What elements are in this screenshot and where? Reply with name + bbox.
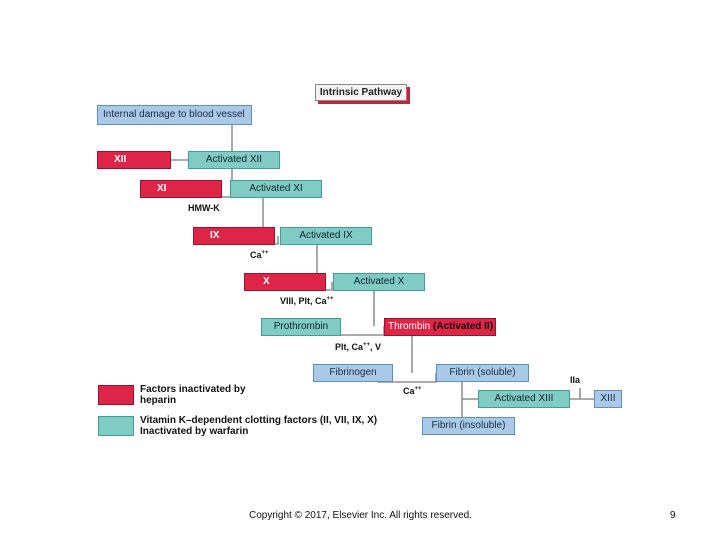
hmwk-label: HMW-K bbox=[188, 203, 220, 213]
factor-xi-box: XI bbox=[140, 180, 222, 198]
thrombin-box: Thrombin (Activated II) bbox=[384, 318, 496, 336]
page-number: 9 bbox=[670, 510, 676, 521]
fibrin-cofactor-text: Ca bbox=[403, 386, 415, 396]
thrombin-suffix: (Activated II) bbox=[433, 321, 494, 332]
x-cofactor-label: VIII, Plt, Ca++ bbox=[280, 296, 334, 306]
ca-ix-label: Ca++ bbox=[250, 250, 269, 260]
prothrombin-cofactor-sup: ++ bbox=[363, 342, 371, 348]
copyright-text: Copyright © 2017, Elsevier Inc. All righ… bbox=[249, 510, 473, 521]
prothrombin-cofactor-tail: , V bbox=[370, 342, 382, 352]
iia-label: IIa bbox=[570, 375, 581, 385]
legend-warfarin-swatch bbox=[98, 416, 134, 436]
ca-ix-sup: ++ bbox=[261, 250, 269, 256]
ca-ix-text: Ca bbox=[250, 250, 262, 260]
fibrin-soluble-box: Fibrin (soluble) bbox=[436, 364, 529, 382]
legend-heparin-text: Factors inactivated by heparin bbox=[140, 384, 246, 406]
activated-ix-box: Activated IX bbox=[280, 227, 372, 245]
prothrombin-cofactor-label: Plt, Ca++, V bbox=[335, 342, 382, 352]
fibrin-cofactor-label: Ca++ bbox=[403, 386, 422, 396]
factor-xii-box: XII bbox=[97, 151, 171, 169]
activated-xi-box: Activated XI bbox=[230, 180, 322, 198]
activated-x-box: Activated X bbox=[333, 273, 425, 291]
prothrombin-box: Prothrombin bbox=[261, 318, 341, 336]
legend-warfarin-line2: Inactivated by warfarin bbox=[140, 426, 249, 437]
x-cofactor-text: VIII, Plt, Ca bbox=[280, 296, 327, 306]
pathway-title: Intrinsic Pathway bbox=[315, 84, 407, 101]
thrombin-text: Thrombin bbox=[388, 321, 431, 332]
activated-xiii-box: Activated XIII bbox=[478, 390, 570, 408]
legend-warfarin-line1: Vitamin K–dependent clotting factors (II… bbox=[140, 415, 378, 426]
fibrin-cofactor-sup: ++ bbox=[414, 386, 422, 392]
legend-heparin-swatch bbox=[98, 385, 134, 405]
activated-xii-box: Activated XII bbox=[188, 151, 280, 169]
prothrombin-cofactor-text: Plt, Ca bbox=[335, 342, 364, 352]
internal-damage-box: Internal damage to blood vessel bbox=[97, 105, 252, 125]
x-cofactor-sup: ++ bbox=[326, 296, 334, 302]
fibrinogen-box: Fibrinogen bbox=[313, 364, 393, 382]
fibrin-insoluble-box: Fibrin (insoluble) bbox=[422, 417, 515, 435]
factor-x-box: X bbox=[244, 273, 326, 291]
factor-xiii-box: XIII bbox=[594, 390, 622, 408]
factor-ix-box: IX bbox=[193, 227, 275, 245]
